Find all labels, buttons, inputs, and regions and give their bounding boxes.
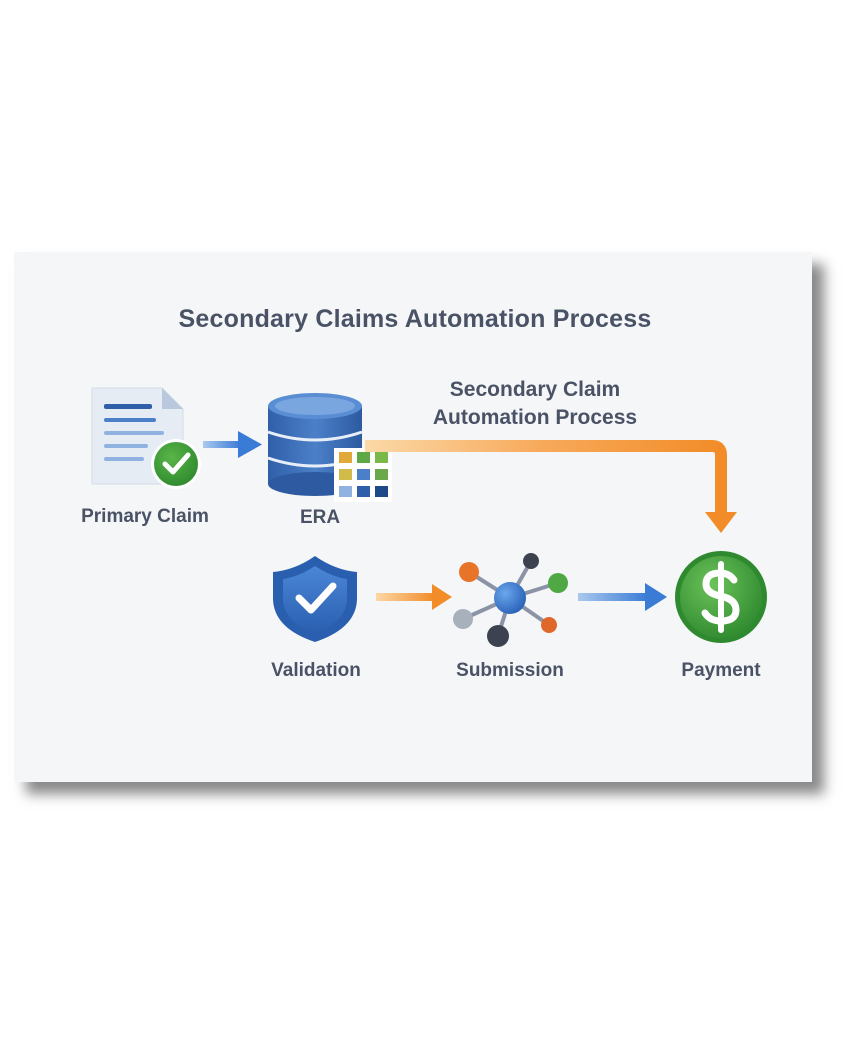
primary-claim-label: Primary Claim bbox=[81, 506, 209, 527]
shield-check-icon bbox=[273, 556, 357, 642]
network-icon bbox=[453, 553, 568, 647]
submission-label: Submission bbox=[456, 660, 564, 681]
arrow-primary-to-era bbox=[203, 431, 262, 458]
dollar-coin-icon bbox=[675, 551, 767, 643]
diagram-card bbox=[14, 252, 812, 782]
flow-label: Secondary Claim Automation Process bbox=[420, 376, 650, 432]
era-label: ERA bbox=[299, 507, 341, 528]
payment-label: Payment bbox=[681, 660, 761, 681]
data-grid-icon bbox=[334, 448, 392, 502]
arrow-validation-to-submission bbox=[376, 584, 452, 610]
arrow-era-to-payment bbox=[365, 440, 737, 533]
flow-label-line1: Secondary Claim bbox=[449, 378, 621, 401]
document-check-icon bbox=[91, 387, 201, 489]
diagram-title: Secondary Claims Automation Process bbox=[178, 305, 652, 333]
flow-label-line2: Automation Process bbox=[432, 406, 638, 429]
validation-label: Validation bbox=[271, 660, 361, 681]
arrow-submission-to-payment bbox=[578, 583, 667, 611]
